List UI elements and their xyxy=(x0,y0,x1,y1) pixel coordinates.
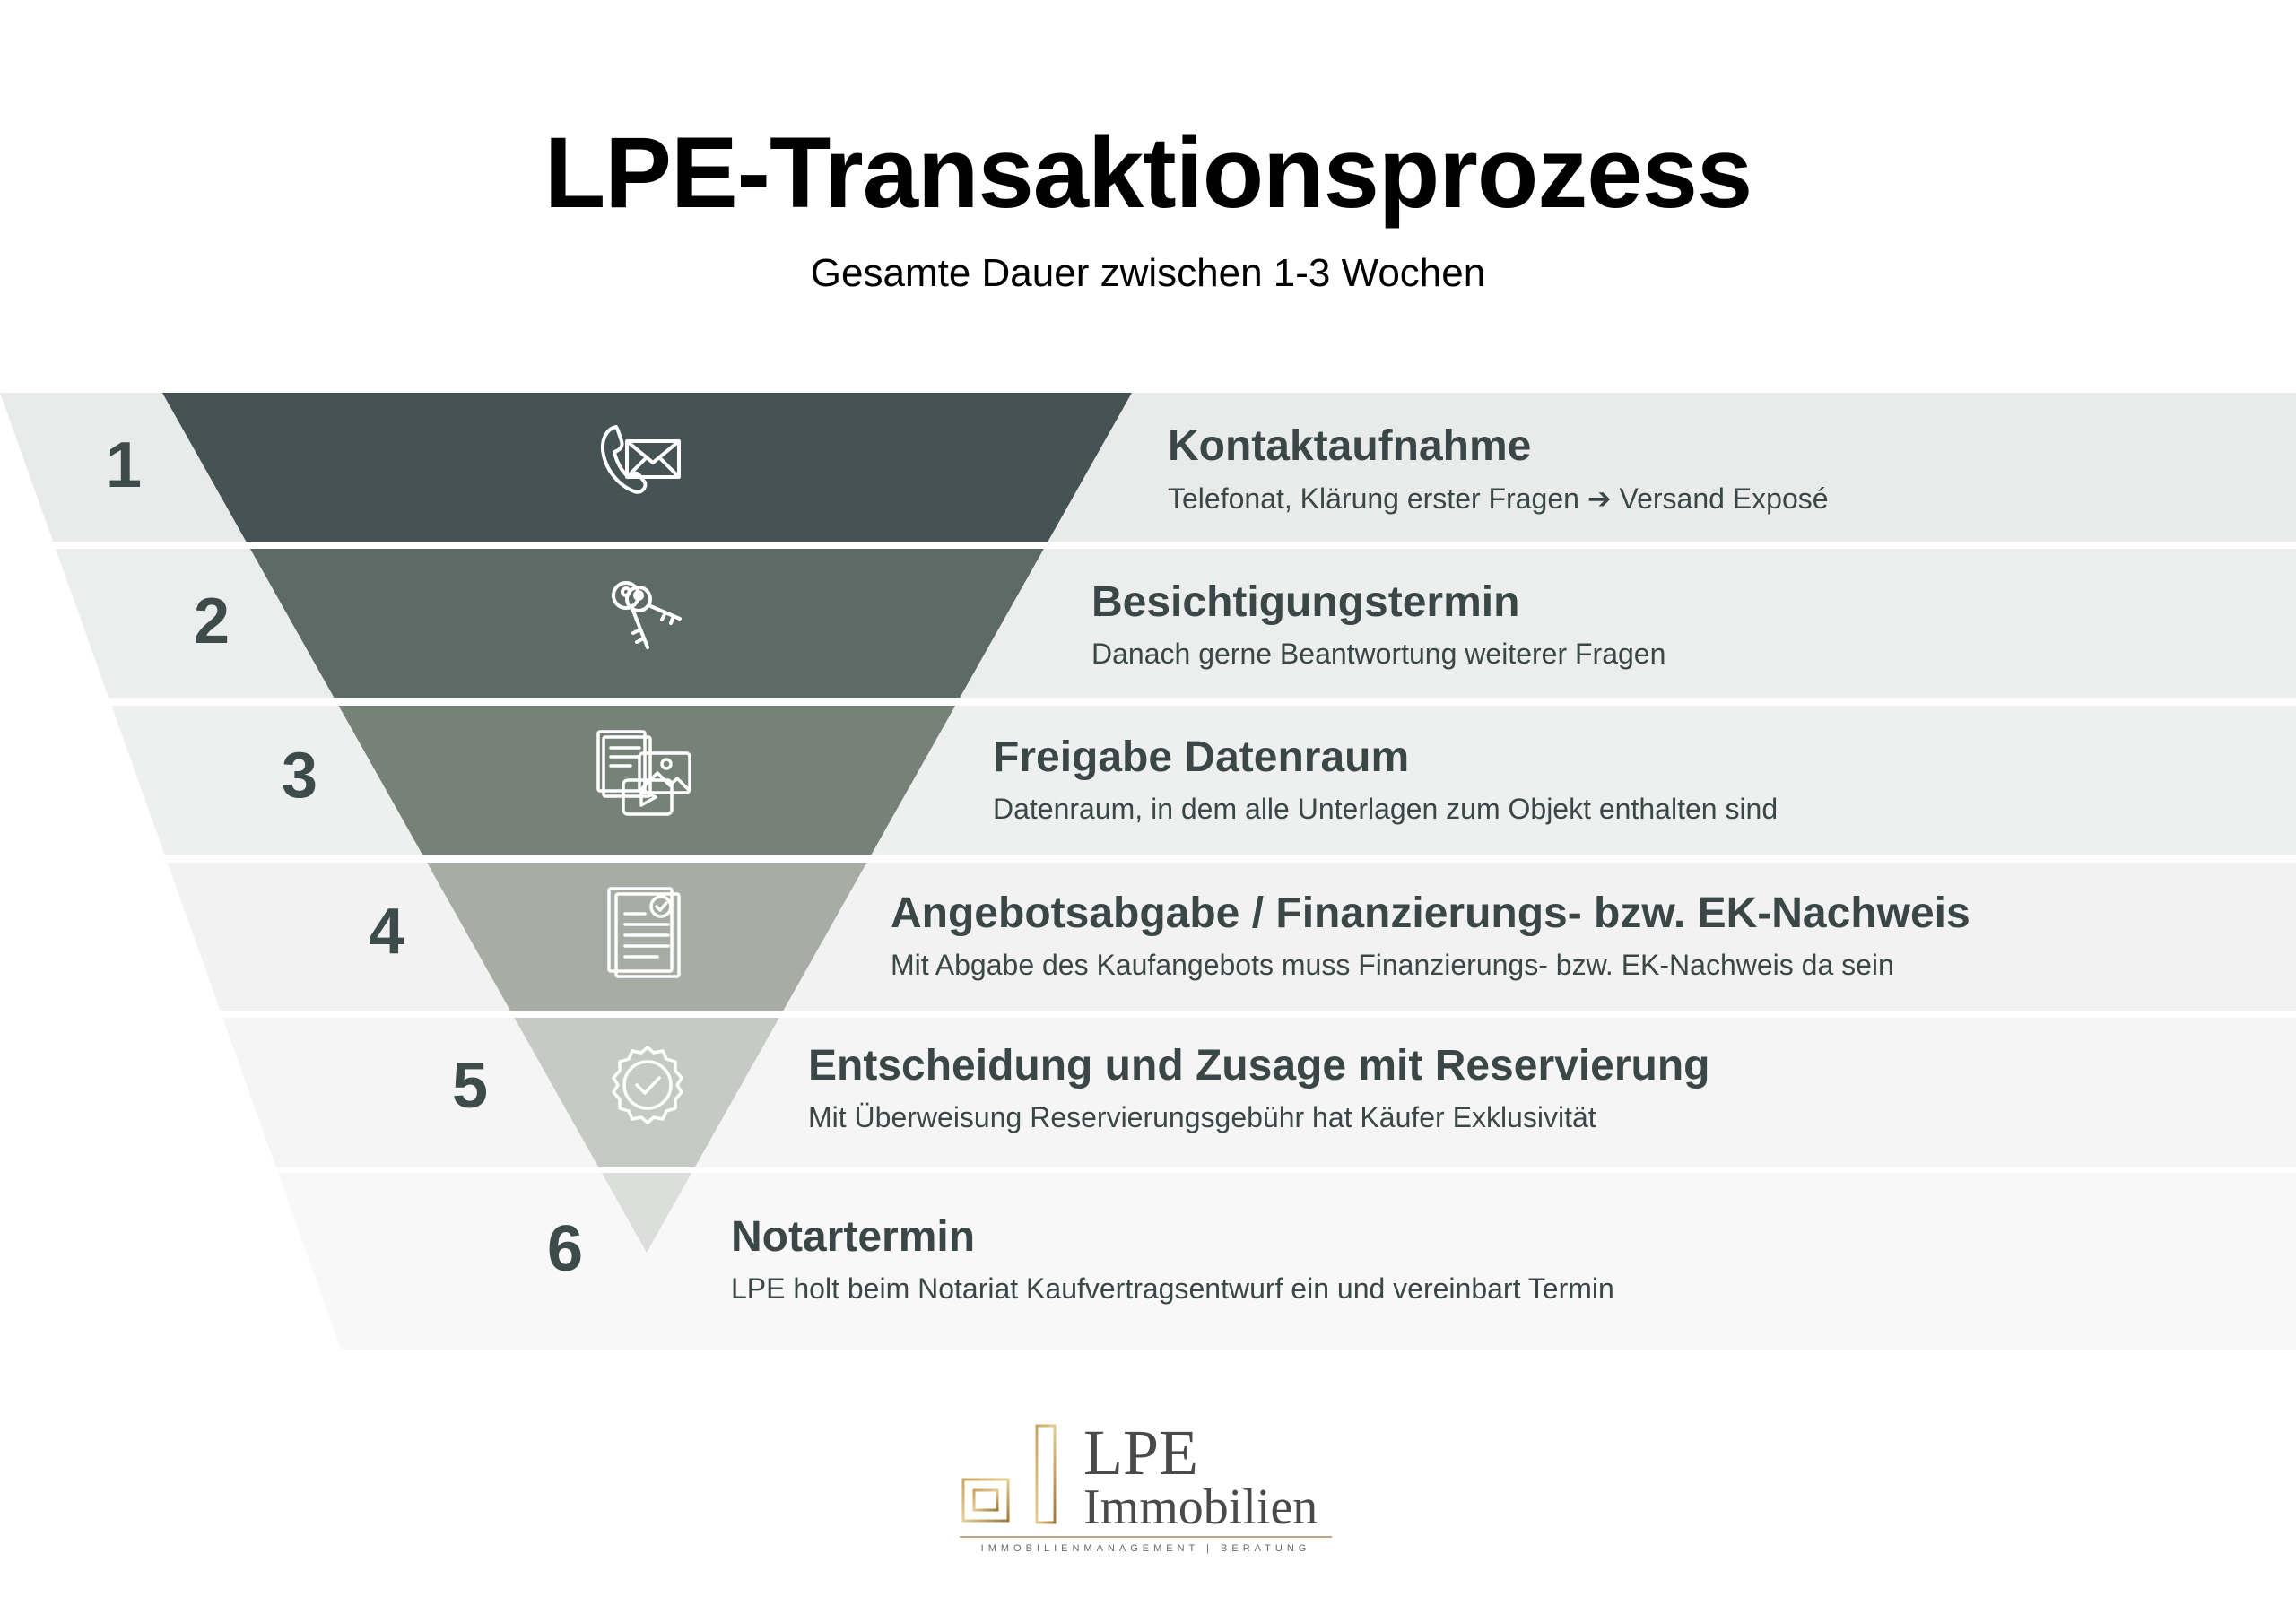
funnel-segment-6 xyxy=(601,1173,692,1253)
step-number-1: 1 xyxy=(105,430,143,501)
step-6: Notartermin LPE holt beim Notariat Kaufv… xyxy=(731,1212,1614,1306)
step-number-6: 6 xyxy=(546,1213,584,1285)
step-description: LPE holt beim Notariat Kaufvertragsentwu… xyxy=(731,1272,1614,1305)
step-description: Mit Überweisung Reservierungsgebühr hat … xyxy=(808,1101,1596,1133)
step-title: Besichtigungstermin xyxy=(1091,578,1520,626)
step-title: Kontaktaufnahme xyxy=(1168,422,1532,470)
step-description: Danach gerne Beantwortung weiterer Frage… xyxy=(1091,638,1666,670)
page-title: LPE-Transaktionsprozess xyxy=(544,117,1752,229)
step-4: Angebotsabgabe / Finanzierungs- bzw. EK-… xyxy=(891,889,1970,982)
step-description: Mit Abgabe des Kaufangebots muss Finanzi… xyxy=(891,949,1894,981)
documents-media-icon xyxy=(596,730,691,816)
step-number-3: 3 xyxy=(281,740,318,812)
phone-envelope-icon xyxy=(601,425,681,494)
funnel-segment-2 xyxy=(249,549,1044,698)
step-title: Freigabe Datenraum xyxy=(993,733,1410,781)
logo-tagline: IMMOBILIENMANAGEMENT | BERATUNG xyxy=(980,1543,1311,1554)
step-description: Telefonat, Klärung erster Fragen ➔ Versa… xyxy=(1168,482,1829,515)
document-check-icon xyxy=(607,887,681,978)
step-3: Freigabe Datenraum Datenraum, in dem all… xyxy=(993,733,1778,826)
step-title: Notartermin xyxy=(731,1213,976,1261)
step-5: Entscheidung und Zusage mit Reservierung… xyxy=(808,1041,1710,1134)
step-band-6 xyxy=(277,1173,2296,1350)
company-logo: LPE Immobilien IMMOBILIENMANAGEMENT | BE… xyxy=(960,1417,1336,1556)
step-description: Datenraum, in dem alle Unterlagen zum Ob… xyxy=(993,793,1779,825)
step-number-2: 2 xyxy=(193,586,230,657)
logo-subname: Immobilien xyxy=(1083,1480,1318,1535)
step-2: Besichtigungstermin Danach gerne Beantwo… xyxy=(1091,577,1665,671)
step-title: Angebotsabgabe / Finanzierungs- bzw. EK-… xyxy=(891,890,1970,937)
step-1: Kontaktaufnahme Telefonat, Klärung erste… xyxy=(1168,421,1829,516)
step-number-5: 5 xyxy=(451,1050,489,1122)
keys-icon xyxy=(612,581,682,649)
logo-name: LPE xyxy=(1083,1417,1199,1488)
funnel-segment-1 xyxy=(162,393,1132,542)
step-title: Entscheidung und Zusage mit Reservierung xyxy=(808,1042,1710,1089)
logo-divider xyxy=(960,1536,1332,1538)
page-subtitle: Gesamte Dauer zwischen 1-3 Wochen xyxy=(810,251,1486,295)
logo-mark-icon xyxy=(961,1424,1057,1524)
step-number-4: 4 xyxy=(368,896,405,968)
badge-check-icon xyxy=(612,1046,683,1124)
